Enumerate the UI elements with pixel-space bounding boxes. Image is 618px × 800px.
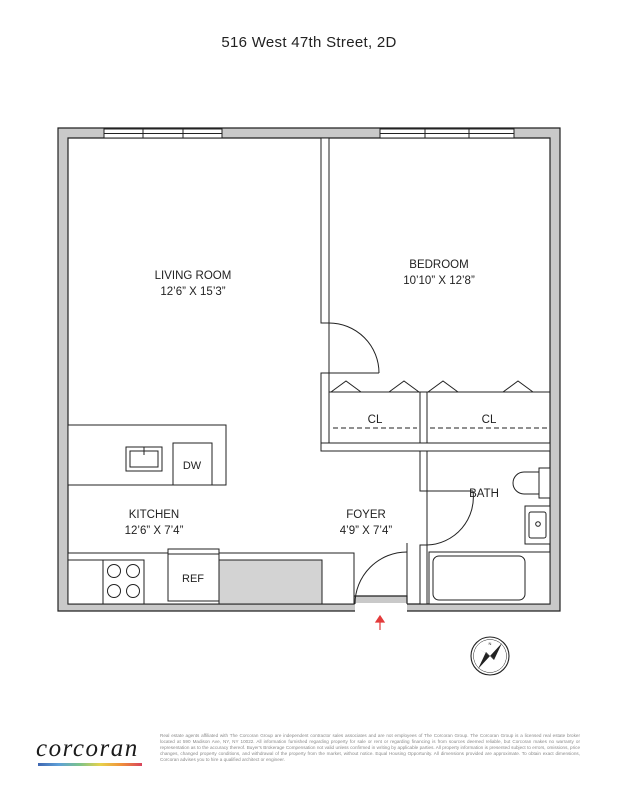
windows [103,128,515,139]
logo-color-bar [38,763,142,766]
closet-doors [329,380,550,429]
room-label-closet-right: CL [482,414,497,426]
refrigerator-label: REF [182,573,204,585]
room-dims-bedroom: 10’10” X 12’8” [403,275,475,287]
room-label-foyer: FOYER [346,509,386,521]
room-label-bedroom: BEDROOM [409,259,468,271]
room-label-bath: BATH [469,488,499,500]
kitchen-island [67,424,227,486]
kitchen-counter [67,548,355,605]
plan-title: 516 West 47th Street, 2D [221,34,397,51]
bath-door [426,490,474,546]
compass-north-label: N [489,641,492,646]
room-dims-living: 12’6” X 15’3” [160,286,225,298]
dishwasher-label: DW [183,460,202,472]
entry-arrow-icon [374,614,386,630]
legal-disclaimer: Real estate agents affiliated with The C… [160,733,580,762]
entry-door [354,543,408,605]
compass-icon [470,636,510,676]
exterior-wall [57,127,561,612]
room-dims-kitchen: 12’6” X 7’4” [125,525,184,537]
corcoran-logo: corcoran [36,735,139,762]
bath-fixtures [428,467,551,605]
room-dims-foyer: 4’9” X 7’4” [340,525,393,537]
bedroom-door [328,322,380,374]
room-label-kitchen: KITCHEN [129,509,179,521]
room-label-living: LIVING ROOM [155,270,232,282]
room-label-closet-left: CL [368,414,383,426]
